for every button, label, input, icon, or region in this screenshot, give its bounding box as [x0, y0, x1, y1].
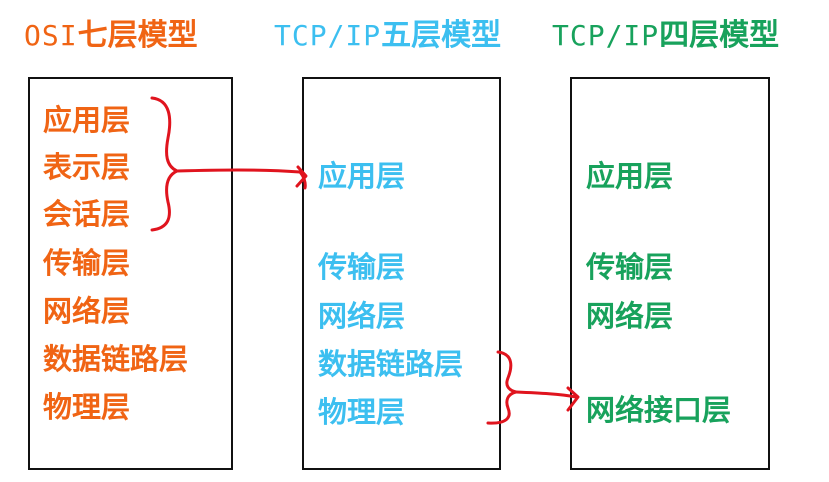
tcp5-layer-transport: 传输层 [318, 250, 406, 284]
tcp4-layer-transport: 传输层 [586, 250, 674, 284]
osi-to-tcp5-application-arrow [175, 168, 307, 190]
osi-model-title: OSI七层模型 [24, 16, 198, 56]
tcp4-layer-network: 网络层 [586, 299, 674, 333]
tcp5-to-tcp4-interface-arrow [514, 390, 578, 399]
tcp4-model-box [570, 77, 770, 470]
osi-layer-network: 网络层 [43, 294, 131, 328]
tcp4-layer-network-interface: 网络接口层 [586, 393, 732, 427]
tcp5-title-latin: TCP/IP [274, 19, 382, 52]
tcp5-lower-layers-brace [486, 350, 518, 425]
osi-layer-transport: 传输层 [43, 246, 131, 280]
osi-title-cjk: 七层模型 [77, 18, 198, 53]
tcp4-layer-application: 应用层 [586, 159, 674, 193]
tcp5-to-tcp4-interface-arrowhead [566, 386, 580, 412]
tcp5-model-box [302, 77, 501, 470]
osi-layer-data-link: 数据链路层 [43, 342, 189, 376]
osi-to-tcp5-application-arrowhead [295, 165, 308, 188]
tcp5-model-title: TCP/IP五层模型 [274, 16, 501, 56]
osi-title-latin: OSI [24, 19, 78, 52]
osi-upper-layers-brace [150, 96, 179, 232]
osi-layer-physical: 物理层 [43, 390, 131, 424]
osi-layer-application: 应用层 [43, 103, 131, 137]
osi-layer-session: 会话层 [43, 197, 131, 231]
tcp5-layer-application: 应用层 [318, 159, 406, 193]
tcp5-layer-network: 网络层 [318, 299, 406, 333]
osi-model-box [28, 77, 233, 470]
tcp4-title-latin: TCP/IP [552, 19, 660, 52]
tcp4-model-title: TCP/IP四层模型 [552, 16, 779, 56]
tcp5-title-cjk: 五层模型 [381, 18, 502, 53]
tcp5-layer-physical: 物理层 [318, 395, 406, 429]
osi-layer-presentation: 表示层 [43, 150, 131, 184]
tcp5-layer-data-link: 数据链路层 [318, 347, 464, 381]
tcp4-title-cjk: 四层模型 [659, 18, 780, 53]
